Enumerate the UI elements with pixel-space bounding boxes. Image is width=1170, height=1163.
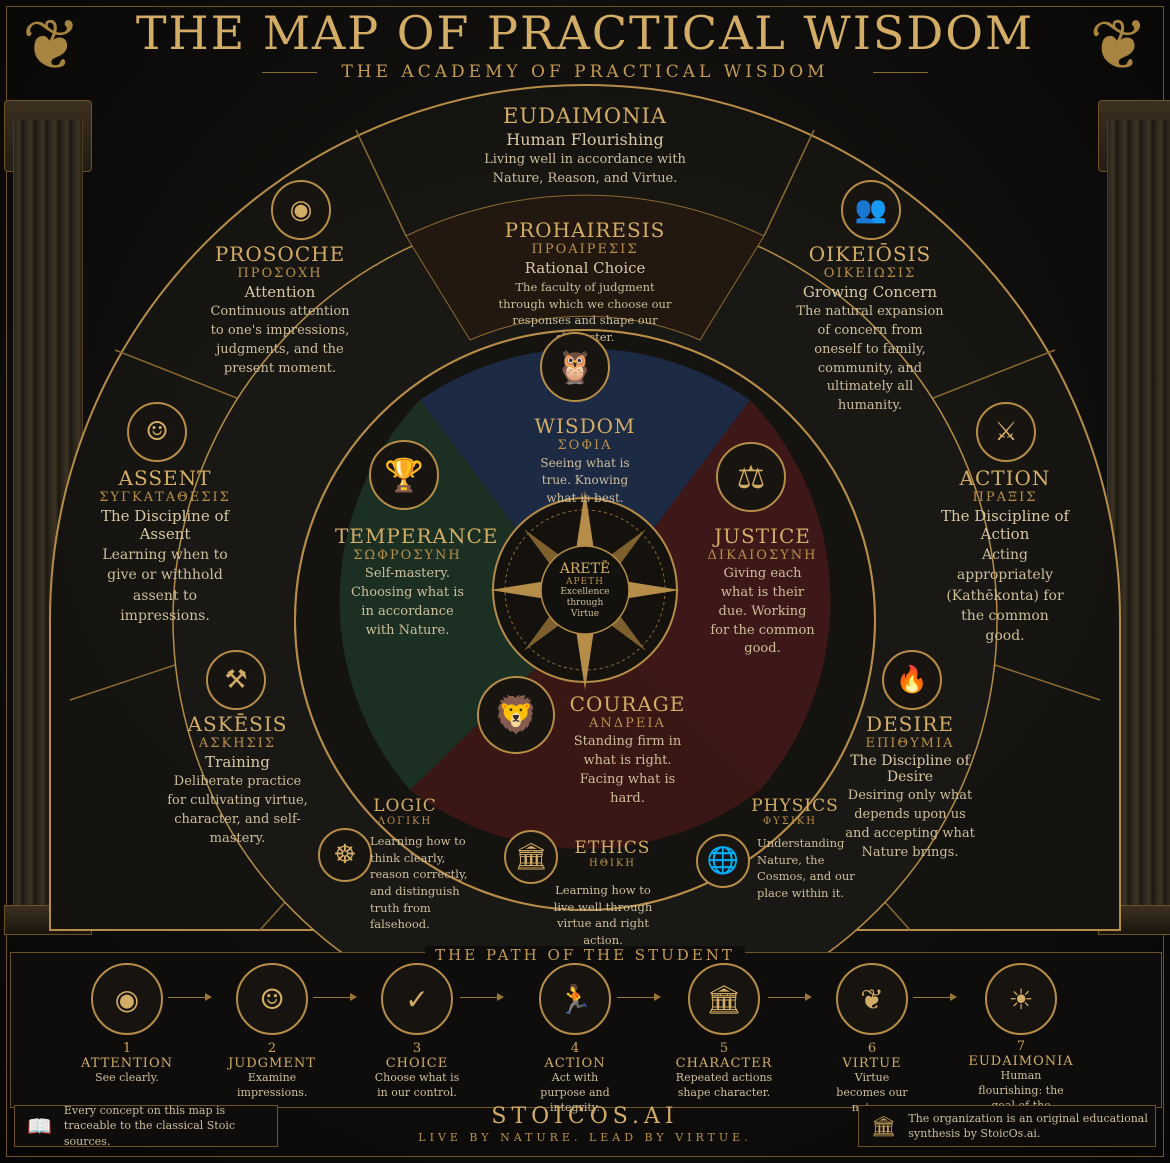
path-step-2[interactable]: ☺ 2 JUDGMENT Examine impressions. xyxy=(207,963,337,1101)
logic-segment[interactable]: LOGIC ΛΟΓΙΚΗ Learning how to think clear… xyxy=(370,796,468,932)
brand-name: STOICOS.AI xyxy=(491,1104,679,1129)
oikeiosis-segment[interactable]: OIKEIŌSIS ΟΙΚΕΙΩΣΙΣ Growing Concern The … xyxy=(796,242,944,414)
prosoche-segment[interactable]: PROSOCHE ΠΡΟΣΟΧΗ Attention Continuous at… xyxy=(210,242,350,376)
path-step-6[interactable]: ❦ 6 VIRTUE Virtue becomes our nature. xyxy=(807,963,937,1116)
prohairesis-segment[interactable]: PROHAIRESIS ΠΡΟΑΙΡΕΣΙΣ Rational Choice T… xyxy=(498,218,672,344)
people-icon: 👥 xyxy=(841,180,901,240)
temperance-quadrant-label[interactable]: TEMPERANCE ΣΩΦΡΟΣΥΝΗ Self-mastery. Choos… xyxy=(335,524,499,638)
justice-quadrant-label[interactable]: JUSTICE ΔΙΚΑΙΟΣΥΝΗ Giving each what is t… xyxy=(707,524,818,657)
arete-label: ARETĒ ΑΡΕΤΗ Excellence through Virtue xyxy=(559,561,611,619)
ethics-segment[interactable]: ETHICS ΗΘΙΚΗ xyxy=(574,838,651,869)
ethics-description: Learning how to live well through virtue… xyxy=(553,883,653,948)
wisdom-quadrant-label[interactable]: WISDOM ΣΟΦΙΑ Seeing what is true. Knowin… xyxy=(534,414,636,505)
eye-icon: ◉ xyxy=(271,180,331,240)
wisdom-quadrant xyxy=(420,348,750,620)
path-arrow xyxy=(913,993,957,1001)
subtitle-rule-right xyxy=(873,72,928,73)
path-arrow xyxy=(313,993,357,1001)
dumbbell-icon: ⚒ xyxy=(206,650,266,710)
sources-note: 📖 Every concept on this map is traceable… xyxy=(14,1104,278,1148)
laurel-left-icon: ❦ xyxy=(22,4,81,86)
prohairesis-sector xyxy=(405,194,765,341)
book-icon: 📖 xyxy=(27,1114,52,1138)
arete-medallion-inner xyxy=(540,545,630,635)
check-icon: ✓ xyxy=(381,963,453,1035)
sword-icon: ⚔ xyxy=(976,402,1036,462)
subtitle-rule-left xyxy=(262,72,317,73)
temple-icon: 🏛 xyxy=(504,830,558,884)
flame-icon: 🔥 xyxy=(882,650,942,710)
path-arrow xyxy=(168,993,212,1001)
laurel-right-icon: ❦ xyxy=(1089,4,1148,86)
laurel-icon: ❦ xyxy=(836,963,908,1035)
column-icon: 🏛 xyxy=(688,963,760,1035)
sun-icon: ☀ xyxy=(985,963,1057,1035)
temple-icon: 🏛 xyxy=(871,1114,897,1138)
page-subtitle: THE ACADEMY OF PRACTICAL WISDOM xyxy=(341,62,829,82)
path-title: THE PATH OF THE STUDENT xyxy=(0,946,1170,964)
synthesis-note: 🏛 The organization is an original educat… xyxy=(858,1105,1156,1147)
action-segment[interactable]: ACTION ΠΡΑΞΙΣ The Discipline of Action A… xyxy=(940,466,1070,645)
desire-segment[interactable]: DESIRE ΕΠΙΘΥΜΙΑ The Discipline of Desire… xyxy=(845,712,975,860)
brand-motto: LIVE BY NATURE. LEAD BY VIRTUE. xyxy=(418,1131,752,1144)
courage-quadrant xyxy=(410,620,760,849)
head-icon: ☺ xyxy=(236,963,308,1035)
globe-icon: 🌐 xyxy=(696,834,750,888)
path-step-7[interactable]: ☀ 7 EUDAIMONIA Human flourishing: the go… xyxy=(956,963,1086,1128)
page-title: THE MAP OF PRACTICAL WISDOM xyxy=(135,6,1035,60)
owl-icon: 🦉 xyxy=(540,332,610,402)
head-check-icon: ☺ xyxy=(127,402,187,462)
askesis-segment[interactable]: ASKĒSIS ΑΣΚΗΣΙΣ Training Deliberate prac… xyxy=(167,712,308,846)
eudaimonia-segment[interactable]: EUDAIMONIA Human Flourishing Living well… xyxy=(484,104,686,186)
path-step-3[interactable]: ✓ 3 CHOICE Choose what is in our control… xyxy=(352,963,482,1101)
runner-icon: 🏃 xyxy=(539,963,611,1035)
courage-quadrant-label[interactable]: COURAGE ΑΝΔΡΕΙΑ Standing firm in what is… xyxy=(569,692,686,806)
path-step-5[interactable]: 🏛 5 CHARACTER Repeated actions shape cha… xyxy=(659,963,789,1101)
path-arrow xyxy=(768,993,812,1001)
goblet-icon: 🏆 xyxy=(369,440,439,510)
scales-icon: ⚖ xyxy=(716,442,786,512)
assent-segment[interactable]: ASSENT ΣΥΓΚΑΤΑΘΕΣΙΣ The Discipline of As… xyxy=(99,466,231,624)
path-arrow xyxy=(460,993,504,1001)
lion-icon: 🦁 xyxy=(477,676,555,754)
path-step-4[interactable]: 🏃 4 ACTION Act with purpose and integrit… xyxy=(510,963,640,1116)
path-arrow xyxy=(617,993,661,1001)
physics-segment[interactable]: PHYSICS ΦΥΣΙΚΗ Understanding Nature, the… xyxy=(751,796,855,901)
path-step-1[interactable]: ◉ 1 ATTENTION See clearly. xyxy=(62,963,192,1086)
mind-compass-icon: ☸ xyxy=(318,828,372,882)
eye-icon: ◉ xyxy=(91,963,163,1035)
